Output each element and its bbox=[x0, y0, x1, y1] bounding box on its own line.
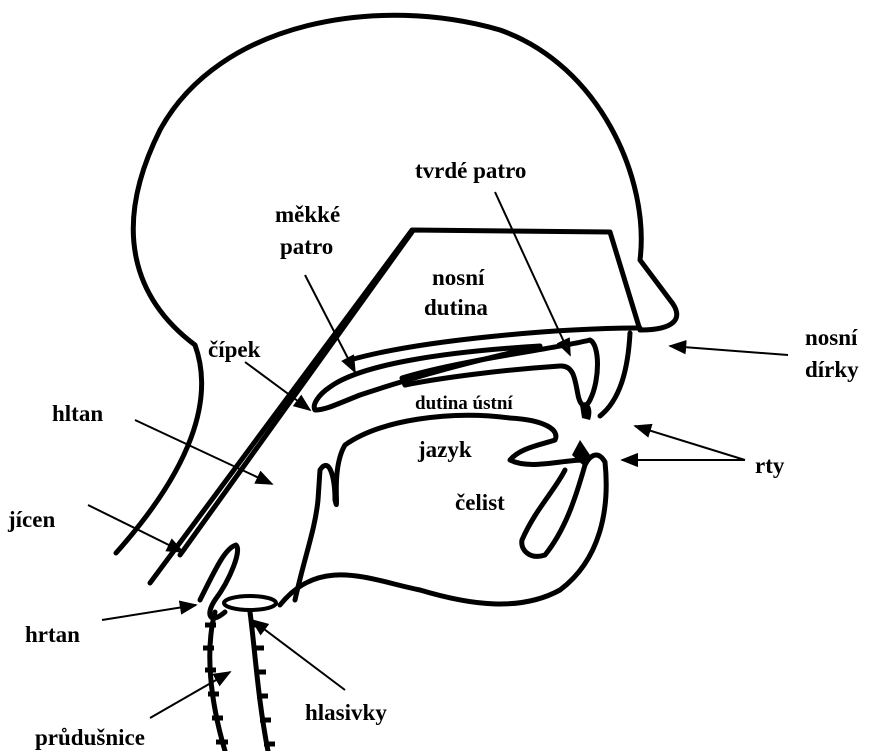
pointer-jicen bbox=[88, 505, 183, 552]
vocal-cords-ring bbox=[224, 596, 276, 610]
label-nosni-dirky-1: nosní bbox=[805, 325, 858, 350]
head-outline bbox=[116, 15, 677, 583]
label-hltan: hltan bbox=[52, 401, 103, 426]
label-rty: rty bbox=[755, 453, 785, 478]
label-jazyk: jazyk bbox=[417, 437, 472, 462]
label-cipek: čípek bbox=[208, 337, 261, 362]
pointer-hlasivky bbox=[252, 620, 345, 690]
trachea-right bbox=[250, 612, 268, 751]
label-celist: čelist bbox=[455, 490, 505, 515]
label-prudusnice: průdušnice bbox=[35, 725, 145, 750]
label-dutina-ustni: dutina ústní bbox=[415, 393, 513, 414]
label-tvrde-patro: tvrdé patro bbox=[415, 158, 526, 183]
label-hrtan: hrtan bbox=[25, 622, 80, 647]
label-jicen: jícen bbox=[7, 507, 55, 532]
upper-lip bbox=[600, 333, 630, 416]
label-nosni-dutina-2: dutina bbox=[424, 295, 488, 320]
pointer-hrtan bbox=[102, 605, 196, 620]
lower-jaw bbox=[280, 455, 606, 605]
pharynx-wall bbox=[180, 232, 412, 555]
label-nosni-dutina-1: nosní bbox=[432, 265, 485, 290]
label-nosni-dirky-2: dírky bbox=[805, 357, 859, 382]
label-mekke-patro-1: měkké bbox=[275, 202, 340, 227]
pointer-nosni-dirky bbox=[670, 346, 788, 355]
label-hlasivky: hlasivky bbox=[305, 700, 387, 725]
pointer-rty-upper bbox=[635, 426, 745, 460]
label-mekke-patro-2: patro bbox=[280, 234, 333, 259]
